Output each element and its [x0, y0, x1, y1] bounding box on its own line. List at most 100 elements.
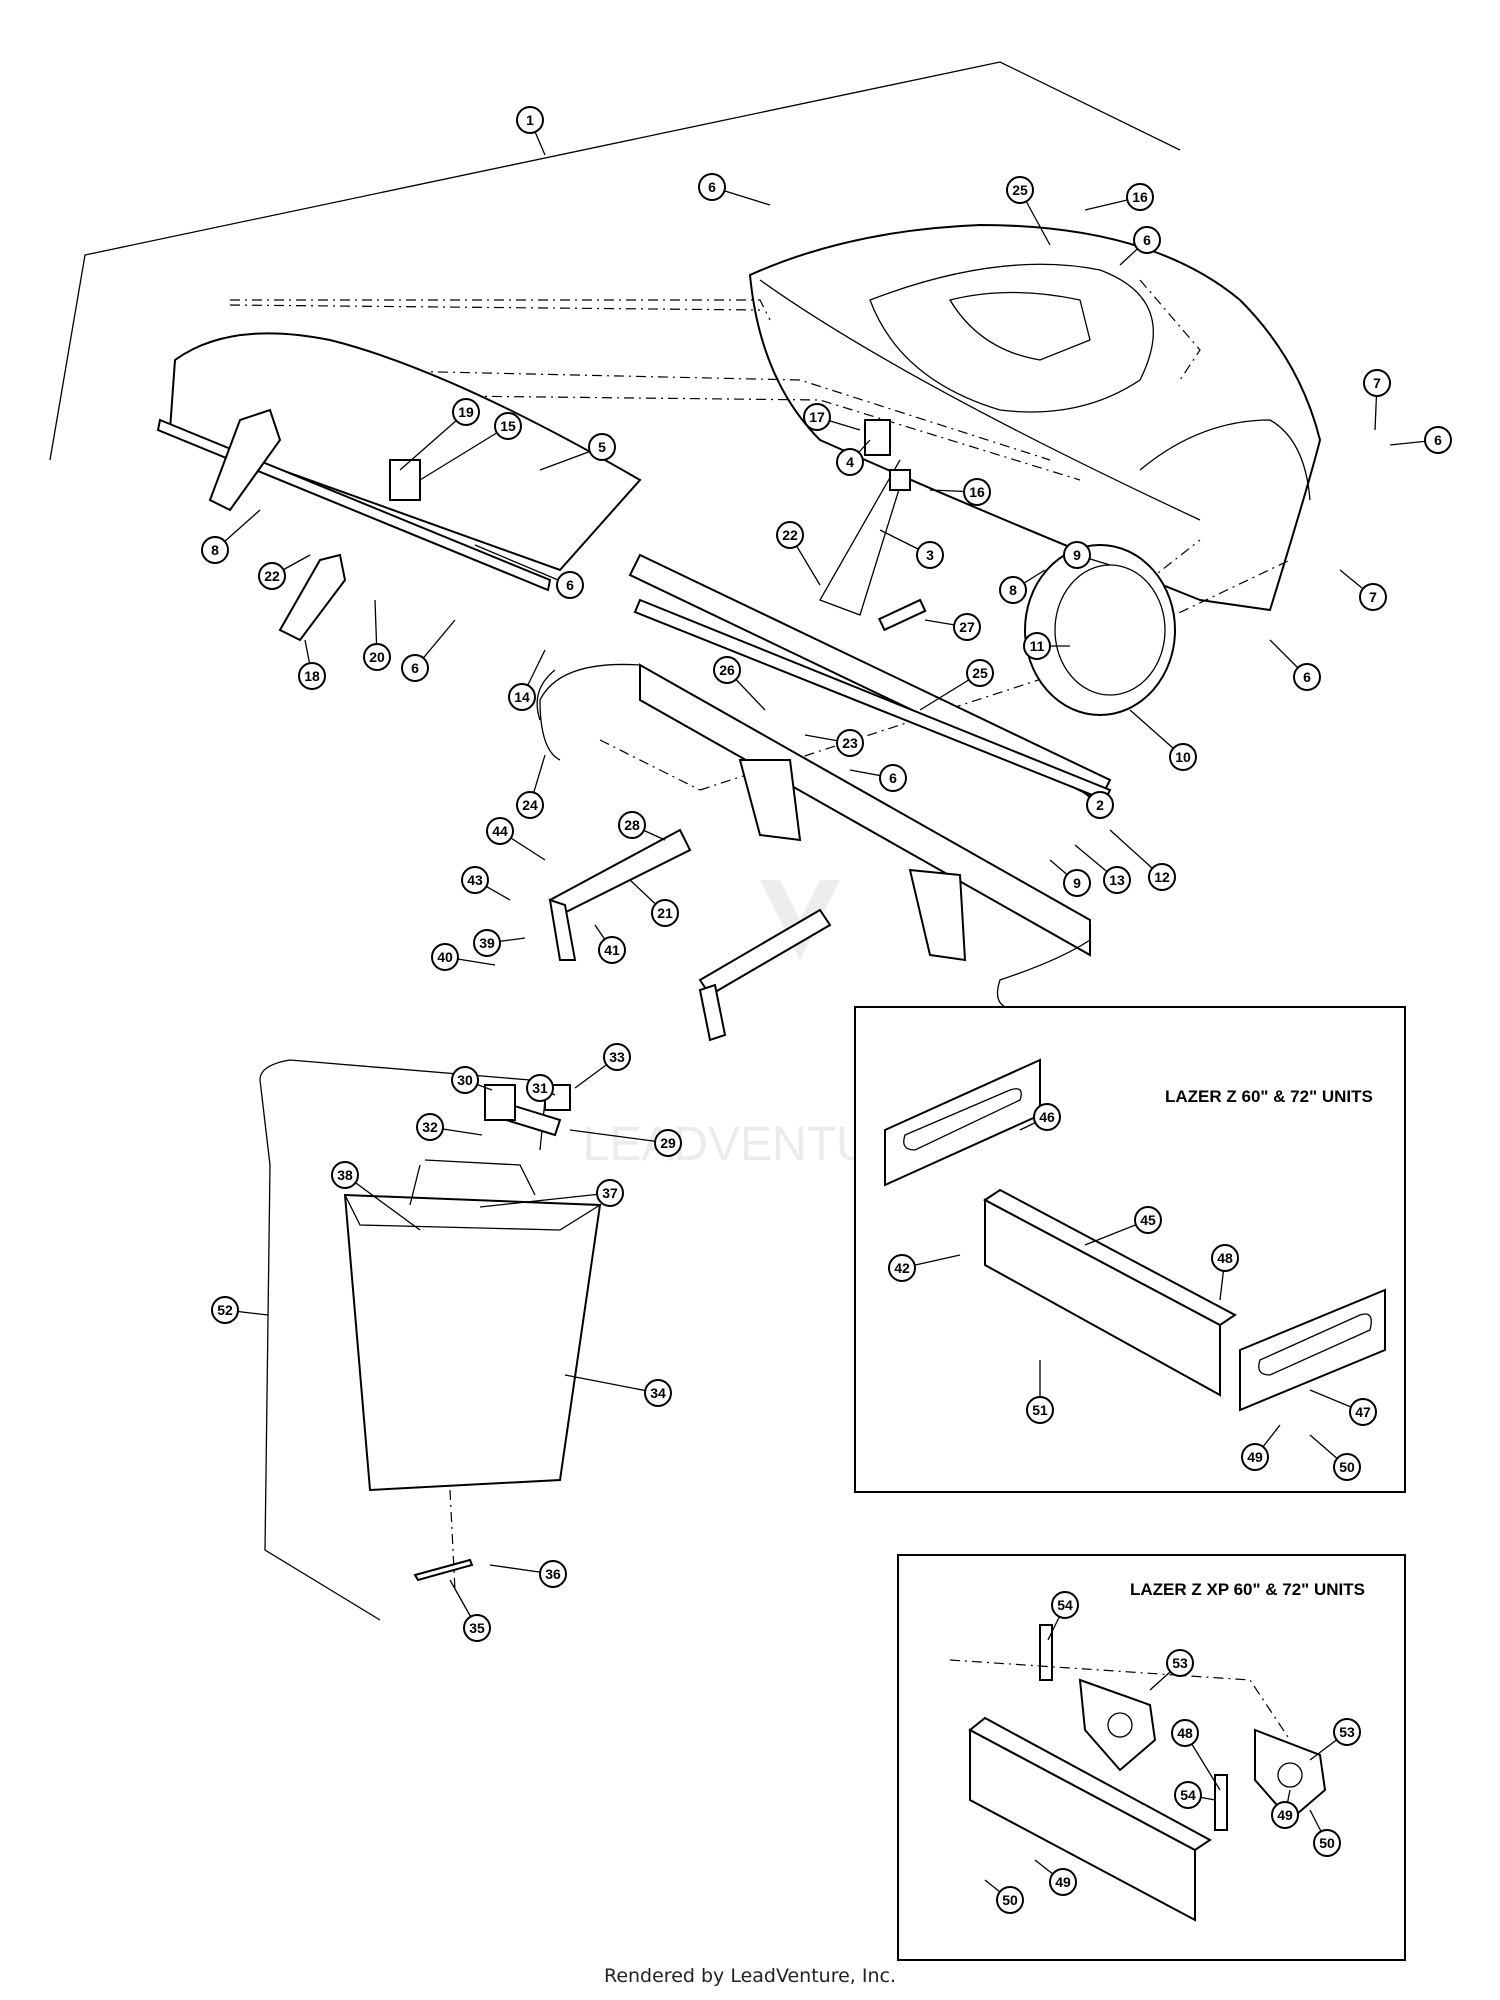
callout-number: 25 — [1012, 182, 1028, 198]
callout-6-1: 6 — [698, 173, 771, 206]
callout-51: 51 — [1026, 1360, 1054, 1424]
callout-16-2: 16 — [929, 478, 991, 506]
rod-bracket — [889, 469, 911, 491]
callout-circle — [1049, 1868, 1077, 1896]
callout-circle — [258, 562, 286, 590]
callout-number: 13 — [1109, 872, 1125, 888]
callout-circle — [1133, 226, 1161, 254]
callout-number: 6 — [708, 179, 716, 195]
callout-6-4: 6 — [474, 544, 584, 599]
callout-circle — [999, 576, 1027, 604]
callout-circle — [1293, 663, 1321, 691]
mount-plate-53-right — [1254, 1728, 1327, 1822]
callout-20: 20 — [363, 599, 391, 671]
callout-number: 21 — [657, 905, 673, 921]
callouts-layer: 1234566666667788991011121314151616171819… — [201, 106, 1452, 1914]
callout-number: 23 — [842, 735, 858, 751]
callout-number: 3 — [926, 547, 934, 563]
callout-circle — [1174, 1781, 1202, 1809]
callout-number: 37 — [602, 1185, 618, 1201]
callout-circle — [1333, 1718, 1361, 1746]
callout-49-3: 49 — [1034, 1859, 1077, 1896]
callout-number: 15 — [500, 418, 516, 434]
callout-circle — [1148, 863, 1176, 891]
callout-number: 44 — [492, 823, 508, 839]
callout-53-2: 53 — [1309, 1718, 1361, 1761]
callout-circle — [1166, 1649, 1194, 1677]
callout-circle — [963, 478, 991, 506]
callout-number: 50 — [1002, 1892, 1018, 1908]
leader-line — [479, 1192, 611, 1208]
callout-54-2: 54 — [1174, 1781, 1216, 1809]
callout-circle — [1126, 183, 1154, 211]
callout-8-2: 8 — [999, 569, 1046, 604]
callout-number: 49 — [1055, 1874, 1071, 1890]
callout-24: 24 — [516, 754, 546, 819]
callout-number: 45 — [1140, 1212, 1156, 1228]
callout-circle — [651, 899, 679, 927]
callout-number: 4 — [846, 454, 854, 470]
frame-assembly — [536, 663, 1091, 1042]
callout-number: 50 — [1339, 1459, 1355, 1475]
callout-number: 54 — [1057, 1597, 1073, 1613]
callout-circle — [363, 643, 391, 671]
callout-circle — [201, 536, 229, 564]
callout-38: 38 — [331, 1161, 421, 1231]
weight-bin-34 — [343, 1193, 602, 1492]
adapter-ring — [1024, 544, 1176, 716]
callout-number: 16 — [969, 484, 985, 500]
callout-circle — [588, 433, 616, 461]
callout-number: 16 — [1132, 189, 1148, 205]
callout-number: 52 — [217, 1302, 233, 1318]
callout-35: 35 — [449, 1579, 491, 1642]
callout-number: 32 — [422, 1119, 438, 1135]
callout-18: 18 — [298, 639, 326, 690]
callout-number: 6 — [1434, 432, 1442, 448]
callout-circle — [836, 729, 864, 757]
callout-circle — [888, 1254, 916, 1282]
callout-54-1: 54 — [1047, 1591, 1079, 1641]
callout-number: 22 — [782, 527, 798, 543]
callout-34: 34 — [564, 1374, 672, 1407]
callout-circle — [1333, 1453, 1361, 1481]
callout-circle — [1363, 369, 1391, 397]
callout-circle — [598, 936, 626, 964]
callout-25-2: 25 — [919, 659, 994, 711]
callout-13: 13 — [1074, 844, 1131, 894]
callout-5: 5 — [539, 433, 616, 471]
callout-47: 47 — [1309, 1389, 1377, 1426]
callout-number: 6 — [889, 770, 897, 786]
callout-number: 47 — [1355, 1404, 1371, 1420]
weight-bin-assembly — [259, 1059, 603, 1621]
callout-number: 36 — [545, 1566, 561, 1582]
callout-50-2: 50 — [1309, 1809, 1341, 1857]
callout-number: 43 — [467, 872, 483, 888]
callout-circle — [1211, 1244, 1239, 1272]
callout-16-1: 16 — [1084, 183, 1154, 211]
callout-circle — [1313, 1829, 1341, 1857]
callout-36: 36 — [489, 1560, 567, 1588]
callout-number: 5 — [598, 439, 606, 455]
callout-number: 50 — [1319, 1835, 1335, 1851]
callout-number: 54 — [1180, 1787, 1196, 1803]
callout-number: 31 — [532, 1080, 548, 1096]
callout-46: 46 — [1019, 1103, 1061, 1131]
callout-circle — [331, 1161, 359, 1189]
callout-circle — [516, 106, 544, 134]
callout-14: 14 — [508, 649, 546, 711]
callout-9-1: 9 — [1063, 541, 1111, 569]
callout-number: 18 — [304, 668, 320, 684]
callout-22-2: 22 — [776, 521, 821, 586]
callout-circle — [452, 398, 480, 426]
callout-circle — [698, 173, 726, 201]
inset-lazer-z-xp-title: LAZER Z XP 60" & 72" UNITS — [1130, 1580, 1365, 1599]
hinge-bracket — [389, 459, 421, 501]
callout-27: 27 — [924, 613, 981, 641]
callout-28: 28 — [618, 811, 666, 841]
callout-37: 37 — [479, 1179, 624, 1208]
plate-30 — [484, 1084, 516, 1121]
callout-number: 26 — [719, 662, 735, 678]
callout-circle — [1271, 1801, 1299, 1829]
callout-circle — [1063, 541, 1091, 569]
